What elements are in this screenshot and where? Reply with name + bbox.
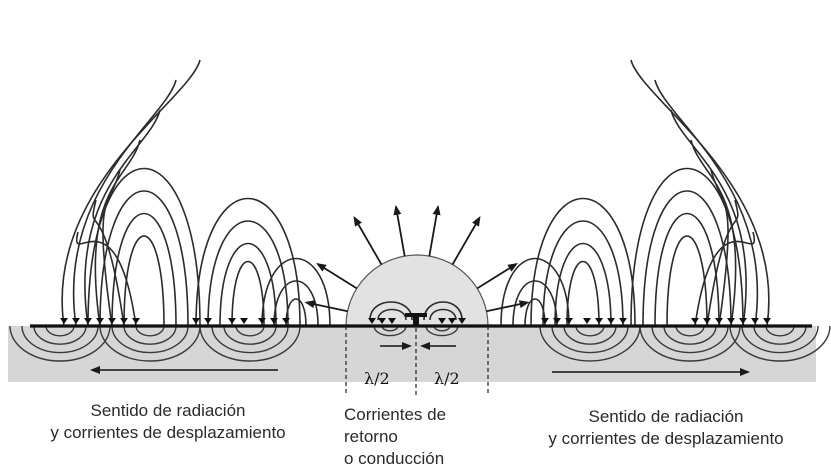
surface-arrowhead [739,318,747,324]
ground-region [8,326,816,382]
center-caption-line-2: retorno [344,426,494,448]
field-loop [643,191,731,326]
field-loop [631,169,743,327]
surface-arrowhead [763,318,771,324]
field-loop [286,299,306,326]
radiation-arrow [486,303,527,312]
surface-arrowhead [282,318,290,324]
surface-arrowhead [108,318,116,324]
field-line-open [62,60,200,326]
surface-arrowhead [595,318,603,324]
field-loop [100,191,188,326]
right-caption: Sentido de radiación y corrientes de des… [506,406,826,450]
surface-arrowhead [258,318,266,324]
surface-arrowhead [553,318,561,324]
left-caption-line-2: y corrientes de desplazamiento [8,422,328,444]
center-caption: Corrientes de retorno o conducción [344,404,494,470]
surface-arrowhead [565,318,573,324]
center-caption-line-1: Corrientes de [344,404,494,426]
field-loop [667,236,707,326]
center-caption-line-3: o conducción [344,448,494,470]
surface-arrowhead [691,318,699,324]
surface-arrowhead [583,318,591,324]
surface-arrowhead [240,318,248,324]
field-loop [525,299,545,326]
radiation-arrow [306,303,347,312]
field-loop [124,236,164,326]
left-caption-line-1: Sentido de radiación [8,400,328,422]
surface-arrowhead [192,318,200,324]
surface-arrowhead [72,318,80,324]
surface-arrowhead [60,318,68,324]
surface-arrowhead [619,318,627,324]
radiation-arrow [453,218,480,265]
right-caption-line-1: Sentido de radiación [506,406,826,428]
field-loop [567,262,599,327]
surface-arrowhead [607,318,615,324]
surface-arrowhead [132,318,140,324]
surface-arrowhead [84,318,92,324]
surface-arrowhead [541,318,549,324]
radiation-arrow [355,218,382,265]
left-caption: Sentido de radiación y corrientes de des… [8,400,328,444]
right-caption-line-2: y corrientes de desplazamiento [506,428,826,450]
radiation-arrow [396,207,405,256]
surface-arrowhead [204,318,212,324]
surface-arrowhead [703,318,711,324]
field-loop [88,169,200,327]
half-wavelength-right-label: λ/2 [434,369,460,388]
surface-arrowhead [727,318,735,324]
surface-arrowhead [715,318,723,324]
surface-arrowhead [120,318,128,324]
surface-arrowhead [270,318,278,324]
field-loop [232,262,264,327]
field-line-open [631,60,769,326]
surface-arrowhead [96,318,104,324]
radiation-arrow [429,207,438,256]
surface-arrowhead [228,318,236,324]
surface-arrowhead [751,318,759,324]
half-wavelength-left-label: λ/2 [364,369,390,388]
